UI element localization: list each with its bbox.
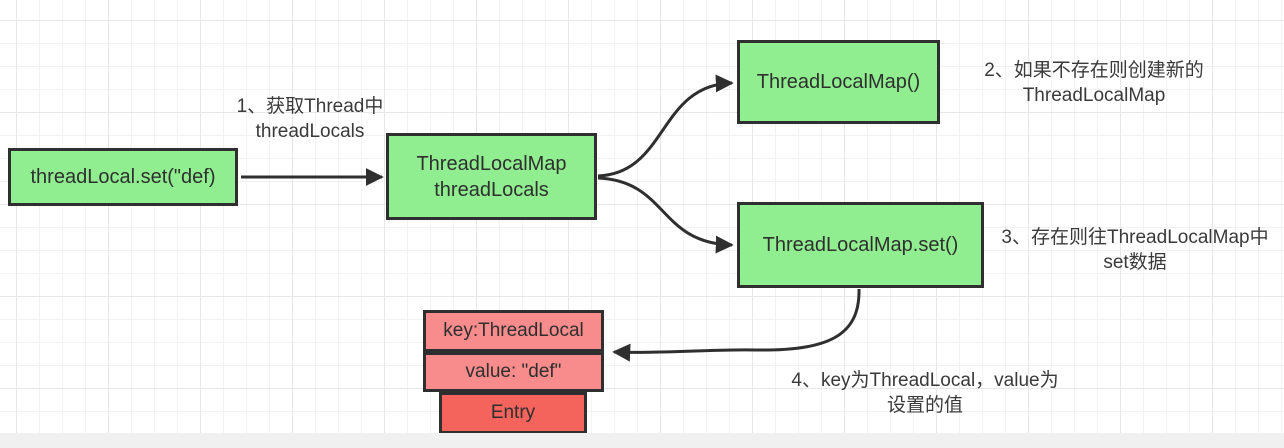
annotation-step-3[interactable]: 3、存在则往ThreadLocalMap中 set数据 (986, 225, 1284, 275)
annotation-step-4[interactable]: 4、key为ThreadLocal，value为 设置的值 (768, 368, 1082, 418)
annotation-step-4-line2: 设置的值 (886, 395, 963, 416)
node-map-line2: threadLocals (434, 178, 549, 201)
node-map-line1: ThreadLocalMap (416, 152, 567, 175)
node-entry[interactable]: Entry (439, 392, 587, 434)
annotation-step-3-line2: set数据 (1103, 252, 1167, 273)
node-threadlocal-set[interactable]: threadLocal.set("def) (8, 148, 238, 206)
node-entry-label: Entry (490, 402, 536, 423)
node-entry-key[interactable]: key:ThreadLocal (423, 310, 604, 352)
node-threadlocalmap-set-label: ThreadLocalMap.set() (762, 234, 959, 256)
annotation-step-4-line1: 4、key为ThreadLocal，value为 (791, 370, 1059, 391)
node-entry-key-label: key:ThreadLocal (443, 320, 584, 341)
arrow-set-to-entry[interactable] (612, 288, 861, 362)
annotation-step-2[interactable]: 2、如果不存在则创建新的 ThreadLocalMap (948, 58, 1240, 108)
annotation-step-1[interactable]: 1、获取Thread中 threadLocals (215, 94, 405, 144)
node-threadlocalmap-set[interactable]: ThreadLocalMap.set() (737, 202, 984, 288)
node-threadlocalmap-threadlocals[interactable]: ThreadLocalMap threadLocals (386, 133, 597, 220)
node-new-threadlocalmap-label: ThreadLocalMap() (756, 71, 921, 93)
canvas-bottom-edge (0, 433, 1284, 448)
node-new-threadlocalmap[interactable]: ThreadLocalMap() (737, 40, 940, 124)
annotation-step-3-line1: 3、存在则往ThreadLocalMap中 (1001, 227, 1269, 248)
arrow-map-to-set[interactable] (597, 176, 734, 254)
annotation-step-2-line1: 2、如果不存在则创建新的 (984, 60, 1204, 81)
annotation-step-1-line2: threadLocals (255, 121, 365, 142)
arrow-map-to-newmap[interactable] (597, 74, 734, 178)
annotation-step-2-line2: ThreadLocalMap (1022, 85, 1166, 106)
node-entry-value-label: value: "def" (465, 361, 562, 382)
annotation-step-1-line1: 1、获取Thread中 (236, 96, 384, 117)
node-entry-value[interactable]: value: "def" (423, 352, 604, 392)
node-threadlocal-set-label: threadLocal.set("def) (30, 166, 216, 188)
